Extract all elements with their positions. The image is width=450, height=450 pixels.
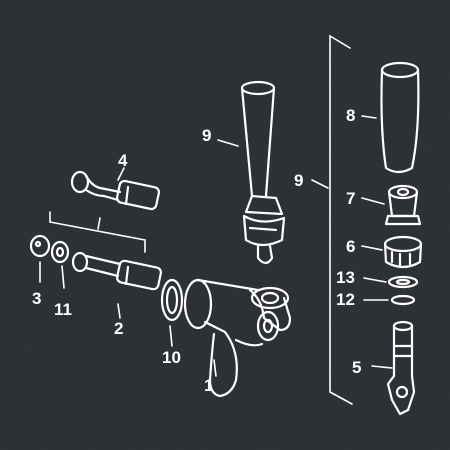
part-11-washer: [50, 240, 70, 264]
label-7: 7: [346, 189, 355, 208]
part-8-tap-handle: [380, 61, 420, 174]
label-11: 11: [54, 300, 72, 319]
label-1: 1: [204, 376, 213, 395]
part-2-shaft: [71, 251, 162, 291]
label-13: 13: [336, 268, 355, 287]
label-4: 4: [118, 151, 128, 170]
part-13-washer: [387, 275, 419, 289]
label-12: 12: [336, 290, 355, 309]
label-6: 6: [346, 237, 355, 256]
label-10: 10: [162, 348, 181, 367]
bracket-stem: [97, 217, 101, 230]
leader-lines: [39, 115, 393, 377]
part-9-handle-assembled: [240, 80, 286, 265]
bracket-9: [329, 34, 353, 405]
part-6-lever-collar: [383, 235, 423, 269]
part-12-oring: [390, 294, 416, 306]
part-1-faucet-body: [183, 278, 292, 398]
label-2: 2: [114, 319, 123, 338]
part-7-ferrule: [384, 184, 422, 226]
part-5-lever: [386, 320, 416, 416]
bracket-2-3-11: [49, 211, 146, 253]
part-3-cap: [29, 234, 51, 258]
part-4-lever-shaft: [70, 170, 161, 211]
label-9-right: 9: [294, 171, 303, 190]
label-9-center: 9: [202, 126, 211, 145]
label-8: 8: [346, 106, 355, 125]
part-10-oring: [160, 278, 184, 322]
label-3: 3: [32, 289, 41, 308]
label-5: 5: [352, 358, 361, 377]
